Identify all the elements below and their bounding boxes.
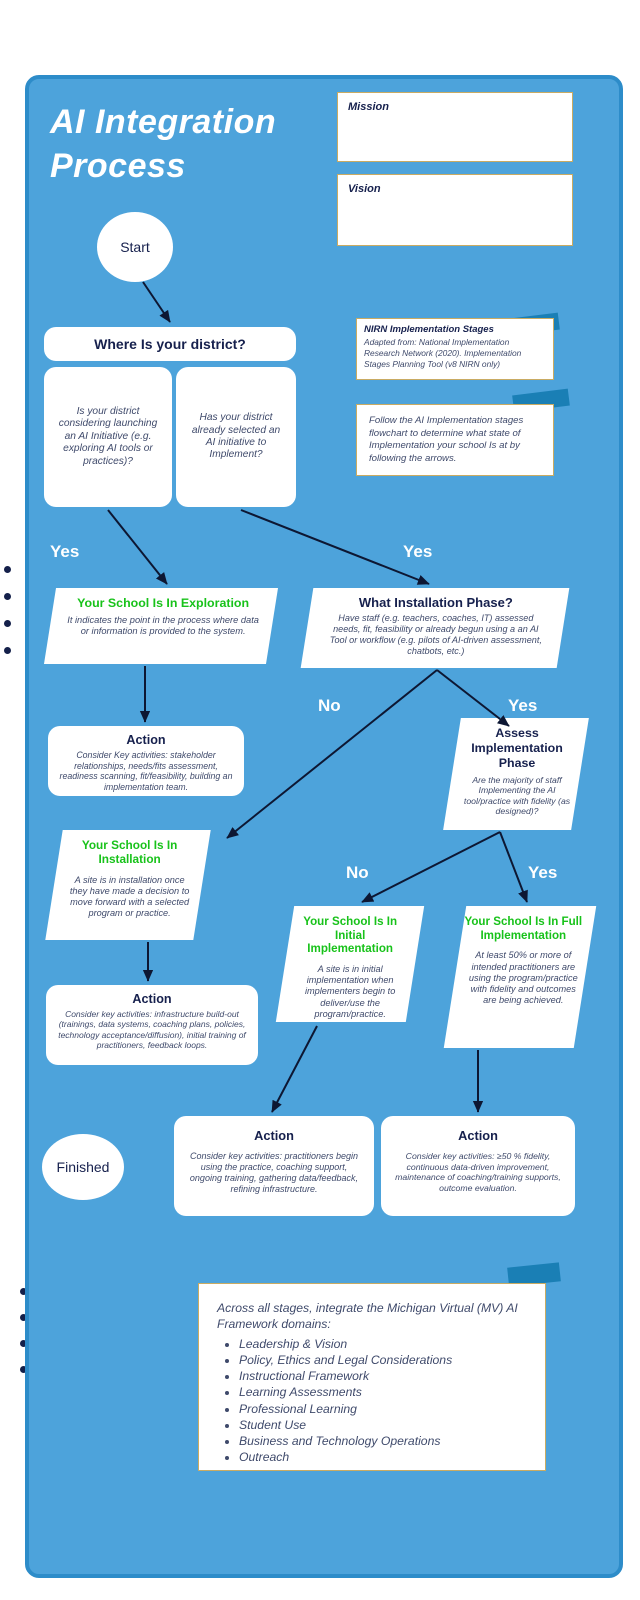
decorative-dot: [20, 1314, 27, 1321]
node-action-initial-implementation: Action Consider key activities: practiti…: [174, 1116, 374, 1216]
node-what-installation-phase-body: Have staff (e.g. teachers, coaches, IT) …: [329, 613, 542, 657]
finished-label: Finished: [56, 1159, 110, 1175]
decorative-dot: [20, 1340, 27, 1347]
decorative-dot: [4, 620, 11, 627]
framework-domains-list: Leadership & VisionPolicy, Ethics and Le…: [217, 1336, 527, 1465]
finished-terminator: Finished: [42, 1134, 124, 1200]
framework-domain-item: Learning Assessments: [239, 1384, 527, 1400]
edge-label-no-assess: No: [346, 863, 369, 882]
node-action-initial-title: Action: [254, 1128, 294, 1143]
decorative-dot: [4, 593, 11, 600]
framework-domain-item: Professional Learning: [239, 1401, 527, 1417]
node-installation-body: A site is in installation once they have…: [69, 874, 190, 919]
node-your-school-is-in-full-implementation: Your School Is In Full Implementation At…: [443, 906, 597, 1048]
framework-domain-item: Business and Technology Operations: [239, 1433, 527, 1449]
vision-label: Vision: [348, 183, 381, 195]
instruction-note-body: Follow the AI Implementation stages flow…: [369, 415, 524, 464]
framework-domain-item: Leadership & Vision: [239, 1336, 527, 1352]
decorative-dot: [4, 647, 11, 654]
node-question-already-selected-body: Has your district already selected an AI…: [191, 412, 281, 461]
nirn-source-heading: NIRN Implementation Stages: [364, 324, 494, 335]
node-action-full-title: Action: [458, 1128, 498, 1143]
framework-domains-intro: Across all stages, integrate the Michiga…: [217, 1301, 518, 1332]
page-title-line-2: Process: [50, 147, 186, 185]
node-full-implementation-body: At least 50% or more of intended practit…: [468, 950, 578, 1006]
node-question-considering-launch: Is your district considering launching a…: [44, 367, 172, 507]
node-action-initial-body: Consider key activities: practitioners b…: [189, 1151, 359, 1194]
edge-label-yes-right: Yes: [403, 542, 433, 561]
node-action-full-body: Consider key activities: ≥50 % fidelity,…: [395, 1151, 561, 1193]
nirn-source-note: NIRN Implementation Stages Adapted from:…: [356, 318, 554, 380]
node-full-implementation-title: Your School Is In Full Implementation: [464, 915, 583, 942]
node-initial-implementation-body: A site is in initial implementation when…: [304, 964, 396, 1019]
edge-label-yes-assess: Yes: [528, 863, 558, 882]
node-exploration-body: It indicates the point in the process wh…: [67, 614, 259, 636]
node-installation-title: Your School Is In Installation: [81, 838, 178, 866]
edge-label-yes-installation: Yes: [508, 696, 538, 715]
node-question-already-selected: Has your district already selected an AI…: [176, 367, 296, 507]
mission-label: Mission: [348, 101, 389, 113]
nirn-source-body: Adapted from: National Implementation Re…: [364, 337, 522, 370]
node-action-installation-body: Consider key activities: infrastructure …: [58, 1009, 246, 1051]
node-your-school-is-in-installation: Your School Is In Installation A site is…: [45, 830, 211, 940]
node-action-full-implementation: Action Consider key activities: ≥50 % fi…: [381, 1116, 575, 1216]
start-terminator: Start: [97, 212, 173, 282]
node-your-school-is-in-exploration: Your School Is In Exploration It indicat…: [43, 588, 279, 664]
node-action-exploration-title: Action: [126, 733, 166, 747]
node-assess-implementation-phase: Assess Implementation Phase Are the majo…: [443, 718, 589, 830]
start-label: Start: [120, 239, 150, 255]
node-your-school-is-in-initial-implementation: Your School Is In Initial Implementation…: [275, 906, 425, 1022]
instruction-note: Follow the AI Implementation stages flow…: [356, 404, 554, 476]
framework-domains-note: Across all stages, integrate the Michiga…: [198, 1283, 546, 1471]
node-question-considering-launch-body: Is your district considering launching a…: [58, 405, 158, 467]
node-initial-implementation-title: Your School Is In Initial Implementation: [303, 915, 398, 956]
node-what-installation-phase: What Installation Phase? Have staff (e.g…: [300, 588, 570, 668]
node-where-is-your-district: Where Is your district?: [44, 327, 296, 361]
framework-domain-item: Student Use: [239, 1417, 527, 1433]
node-exploration-title: Your School Is In Exploration: [77, 596, 250, 610]
page-title-line-1: AI Integration: [50, 103, 277, 141]
decorative-dot: [20, 1288, 27, 1295]
node-action-exploration: Action Consider Key activities: stakehol…: [48, 726, 244, 796]
node-action-installation-title: Action: [132, 992, 172, 1006]
framework-domain-item: Instructional Framework: [239, 1368, 527, 1384]
mission-field[interactable]: Mission: [337, 92, 573, 162]
decorative-dot: [20, 1366, 27, 1373]
node-what-installation-phase-title: What Installation Phase?: [358, 595, 513, 610]
node-action-installation: Action Consider key activities: infrastr…: [46, 985, 258, 1065]
edge-label-no-installation: No: [318, 696, 341, 715]
node-assess-implementation-phase-body: Are the majority of staff Implementing t…: [463, 774, 571, 817]
node-assess-implementation-phase-title: Assess Implementation Phase: [471, 726, 563, 770]
node-where-is-your-district-title: Where Is your district?: [94, 336, 246, 352]
node-action-exploration-body: Consider Key activities: stakeholder rel…: [59, 750, 233, 793]
edge-label-yes-left: Yes: [50, 542, 80, 561]
framework-domain-item: Policy, Ethics and Legal Considerations: [239, 1352, 527, 1368]
framework-domain-item: Outreach: [239, 1449, 527, 1465]
page-title: AI Integration Process: [50, 100, 340, 188]
vision-field[interactable]: Vision: [337, 174, 573, 246]
decorative-dot: [4, 566, 11, 573]
